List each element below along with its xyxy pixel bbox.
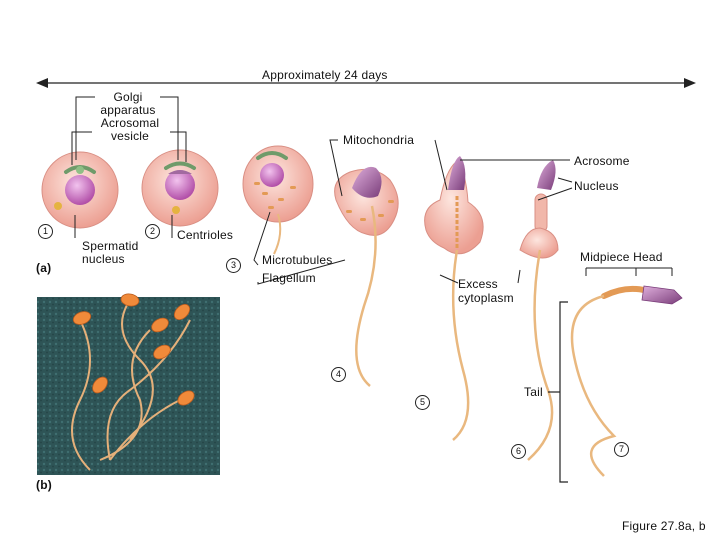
- label-flagellum: Flagellum: [262, 271, 316, 285]
- micrograph-panel: [37, 293, 220, 475]
- leader-lines: [71, 96, 573, 285]
- step-4-marker: 4: [331, 367, 346, 382]
- timeline-arrow: [36, 78, 696, 88]
- stage-2-spermatid: [141, 149, 219, 227]
- stage-1-spermatid: [41, 151, 119, 229]
- label-golgi-apparatus: apparatus: [100, 103, 156, 117]
- title-duration: Approximately 24 days: [262, 68, 388, 82]
- step-1-marker: 1: [38, 224, 53, 239]
- label-centrioles: Centrioles: [177, 228, 234, 242]
- panel-b-marker: (b): [36, 478, 52, 492]
- step-3-marker: 3: [226, 258, 241, 273]
- step-2-marker: 2: [145, 224, 160, 239]
- label-spermatid: Spermatid: [82, 239, 139, 253]
- panel-a-marker: (a): [36, 261, 52, 275]
- label-excess: Excess: [458, 277, 498, 291]
- step-6-marker: 6: [511, 444, 526, 459]
- label-midpiece-head: Midpiece Head: [580, 250, 663, 264]
- label-acrosomal-vesicle: vesicle: [110, 129, 150, 143]
- label-acrosome: Acrosome: [574, 154, 630, 168]
- label-microtubules: Microtubules: [262, 253, 333, 267]
- stage-3-spermatid: [242, 145, 314, 255]
- step-5-marker: 5: [415, 395, 430, 410]
- figure-caption: Figure 27.8a, b: [622, 519, 706, 533]
- stage-5-spermatid: [424, 156, 484, 441]
- step-7-marker: 7: [614, 442, 629, 457]
- stage-7-mature-sperm: [570, 285, 683, 477]
- stage-4-spermatid: [334, 166, 399, 387]
- tail-bracket: [548, 301, 568, 483]
- midpiece-head-ticks: [585, 267, 673, 276]
- label-mitochondria: Mitochondria: [343, 133, 415, 147]
- stage-6-spermatid: [519, 160, 559, 461]
- label-cytoplasm: cytoplasm: [458, 291, 514, 305]
- label-tail: Tail: [524, 385, 543, 399]
- label-nucleus: Nucleus: [574, 179, 619, 193]
- label-acrosomal: Acrosomal: [100, 116, 160, 130]
- label-spermatid-nucleus: nucleus: [82, 252, 125, 266]
- label-golgi: Golgi: [113, 90, 143, 104]
